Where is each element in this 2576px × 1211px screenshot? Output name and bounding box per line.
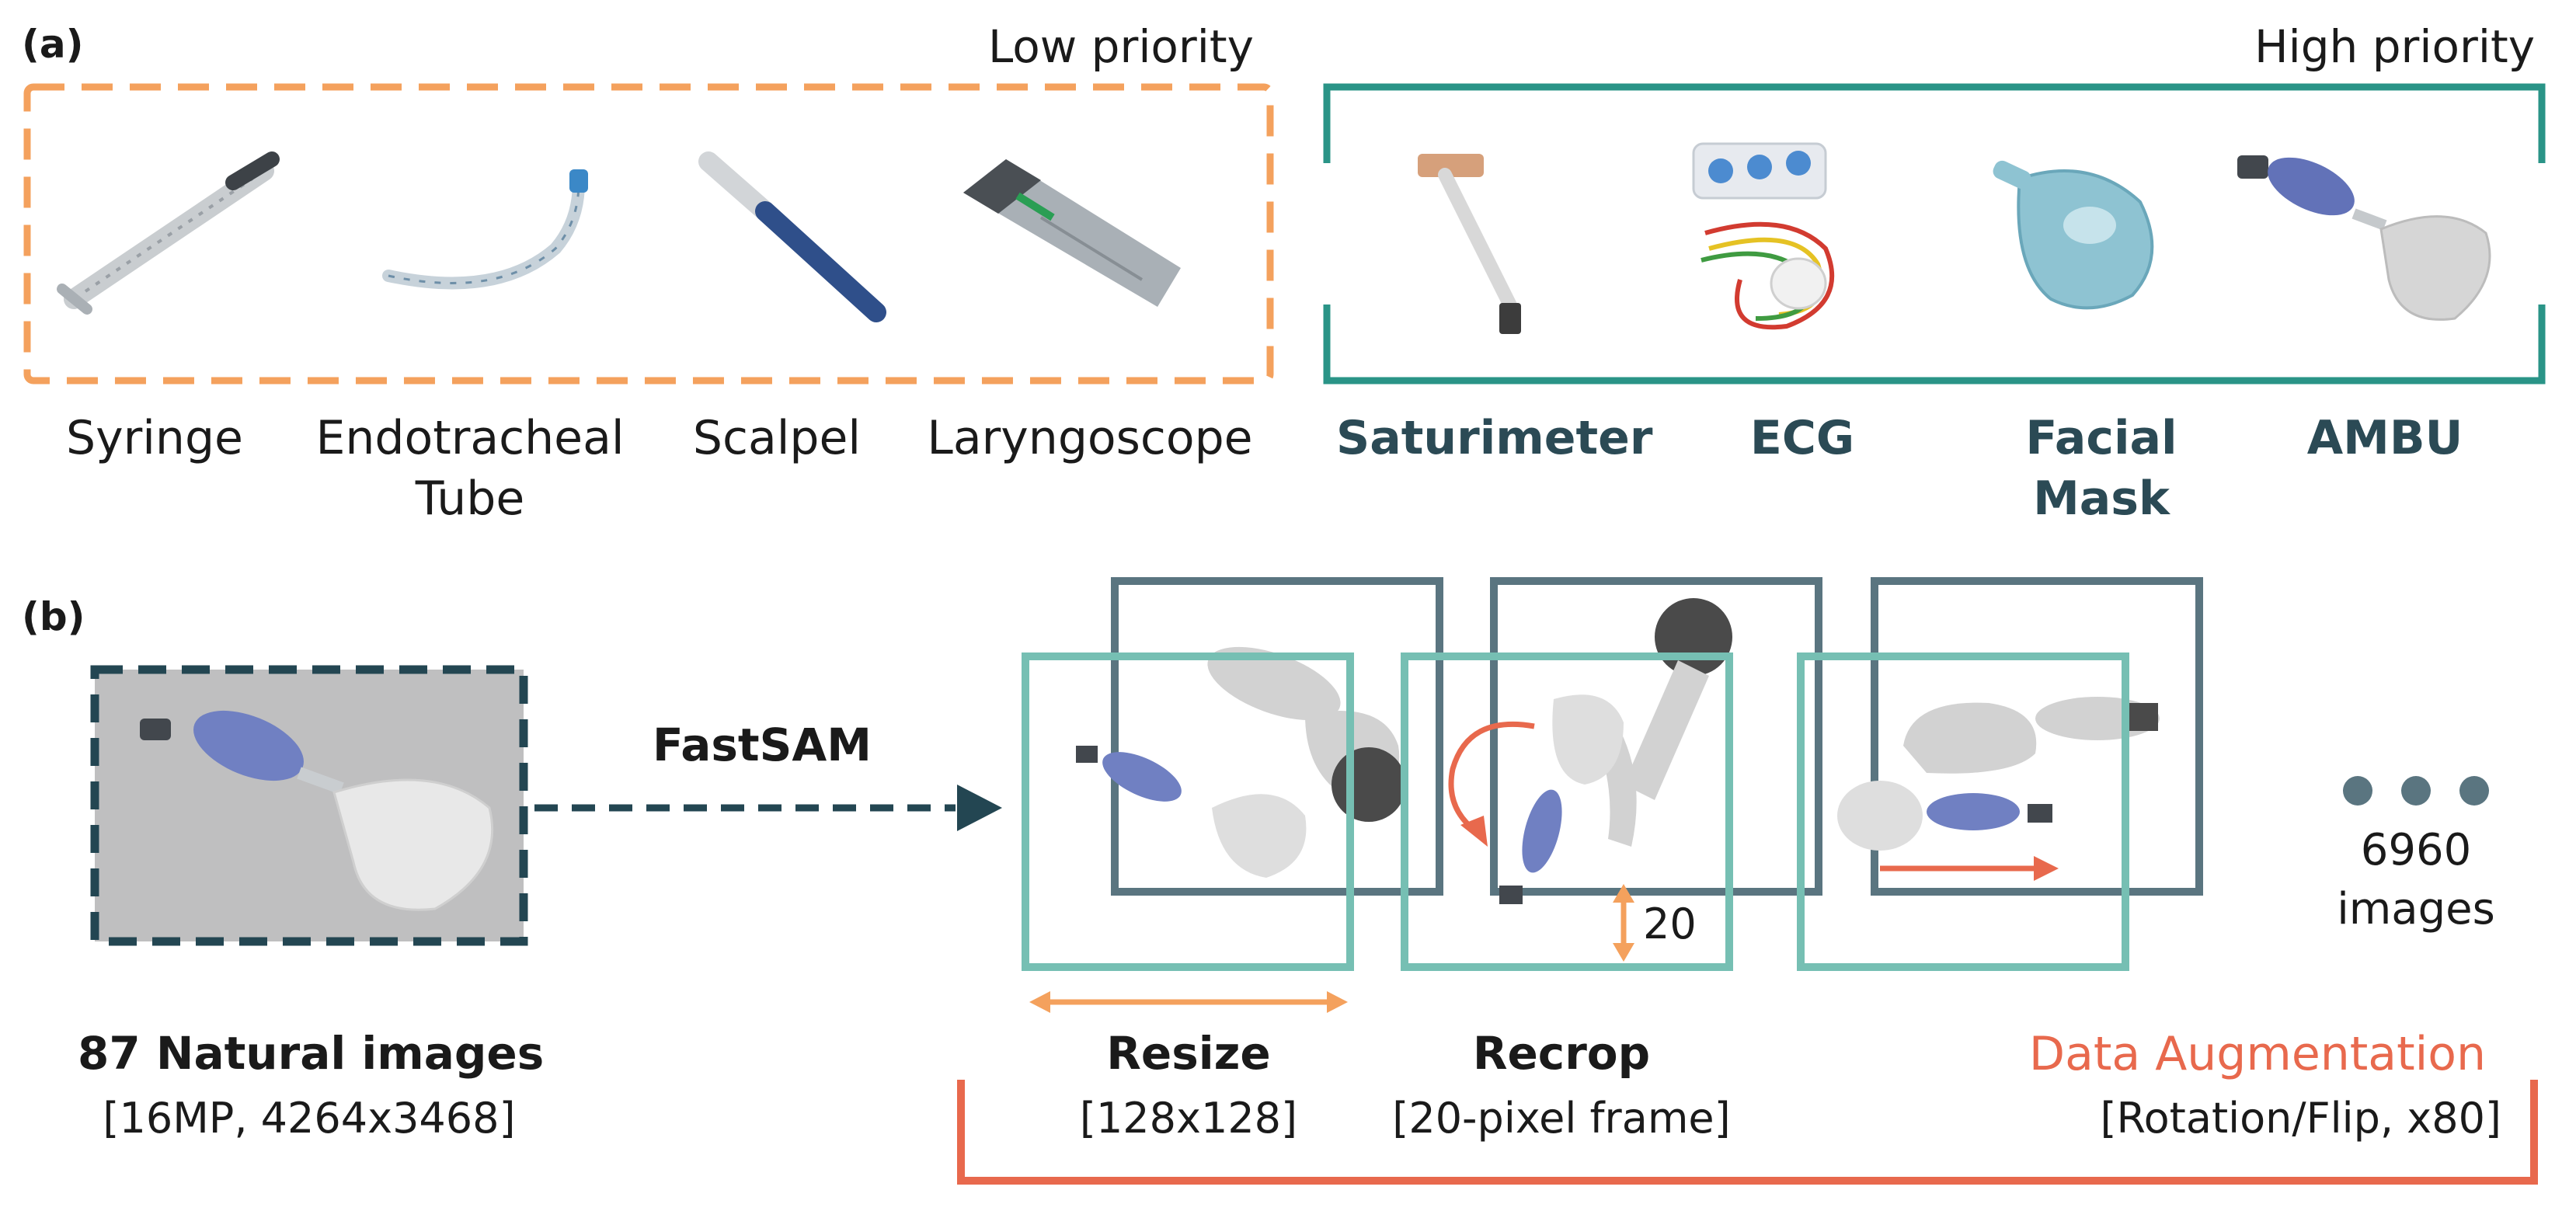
pipeline-bracket xyxy=(957,1080,2538,1185)
item-label-ambu: AMBU xyxy=(2306,411,2463,465)
recrop-front-frame xyxy=(1401,652,1733,971)
resize-front-ambu xyxy=(1076,746,1307,878)
recrop-value: 20 xyxy=(1643,900,1697,948)
recrop-size-arrow-bottom xyxy=(1613,943,1634,962)
item-label-endotracheal-tube: Endotracheal Tube xyxy=(315,411,625,526)
panel-b-label: (b) xyxy=(22,594,85,639)
endotracheal-tube-image xyxy=(382,169,588,290)
augment-back-silhouette xyxy=(1903,697,2160,774)
recrop-title: Recrop xyxy=(1472,1027,1651,1080)
image-count-unit: images xyxy=(2337,884,2495,934)
resize-subtitle: [128x128] xyxy=(1079,1094,1298,1143)
item-label-ecg: ECG xyxy=(1749,411,1855,465)
ellipsis-dot-1 xyxy=(2343,776,2372,806)
resize-title: Resize xyxy=(1106,1027,1271,1080)
high-priority-label: High priority xyxy=(2254,20,2536,73)
saturimeter-image xyxy=(1418,154,1521,334)
ellipsis-dot-3 xyxy=(2459,776,2489,806)
high-priority-bracket xyxy=(1323,83,2546,385)
resize-width-arrow-left xyxy=(1029,991,1050,1013)
rotation-arrow-head xyxy=(1460,816,1488,847)
rotation-arrow xyxy=(1448,721,1535,833)
recrop-back-frame xyxy=(1490,577,1822,896)
item-label-laryngoscope: Laryngoscope xyxy=(927,411,1253,465)
source-photo-ambu xyxy=(140,710,494,911)
low-priority-frame xyxy=(23,83,1274,385)
facial-mask-image xyxy=(1993,160,2154,310)
resize-back-silhouette xyxy=(1207,646,1406,822)
ambu-image xyxy=(2237,155,2491,321)
recrop-subtitle: [20-pixel frame] xyxy=(1392,1094,1731,1143)
fastsam-label: FastSAM xyxy=(653,719,872,771)
recrop-front-ambu xyxy=(1499,694,1624,904)
flip-arrow-head xyxy=(2034,856,2059,881)
item-label-saturimeter: Saturimeter xyxy=(1336,411,1653,465)
low-priority-label: Low priority xyxy=(988,20,1254,73)
laryngoscope-image xyxy=(963,159,1181,307)
item-label-syringe: Syringe xyxy=(66,411,243,465)
source-subtitle: [16MP, 4264x3468] xyxy=(103,1094,516,1143)
ellipsis-dot-2 xyxy=(2401,776,2431,806)
augment-back-frame xyxy=(1871,577,2203,896)
resize-front-frame xyxy=(1022,652,1354,971)
recrop-size-arrow-top xyxy=(1613,884,1634,903)
panel-a-label: (a) xyxy=(22,22,84,67)
image-count-value: 6960 xyxy=(2360,825,2472,875)
source-photo-frame xyxy=(90,665,528,946)
augmentation-title: Data Augmentation xyxy=(2028,1027,2486,1081)
source-title: 87 Natural images xyxy=(78,1027,545,1080)
fastsam-arrow-head xyxy=(957,785,1002,831)
augment-front-frame xyxy=(1797,652,2129,971)
augmentation-subtitle: [Rotation/Flip, x80] xyxy=(2100,1094,2501,1143)
augment-front-ambu xyxy=(1837,781,2052,851)
resize-back-frame xyxy=(1111,577,1443,896)
syringe-image xyxy=(57,151,280,315)
ecg-image xyxy=(1692,142,1835,330)
resize-width-arrow-right xyxy=(1327,991,1348,1013)
scalpel-image xyxy=(698,151,886,322)
item-label-facial-mask: Facial Mask xyxy=(2025,411,2177,526)
item-label-scalpel: Scalpel xyxy=(692,411,862,465)
